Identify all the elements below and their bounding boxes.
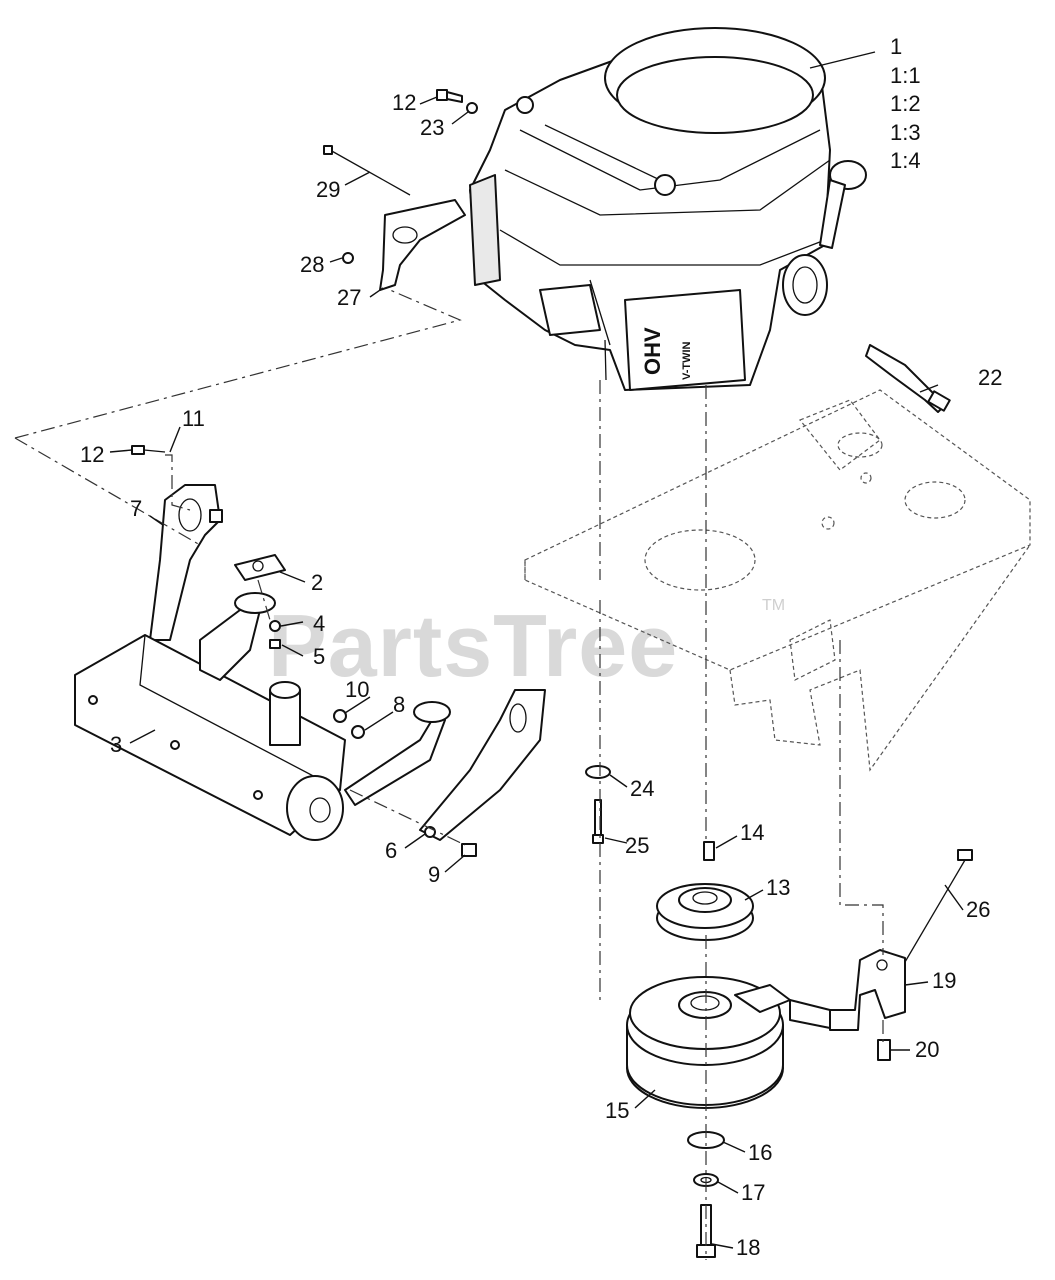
gasket-2 bbox=[234, 554, 286, 649]
callout-22: 22 bbox=[978, 365, 1002, 390]
bracket-27 bbox=[323, 145, 466, 291]
callout-9: 9 bbox=[428, 862, 440, 887]
callout-12-top: 12 bbox=[392, 90, 416, 115]
clutch-15 bbox=[626, 976, 831, 1109]
bracket-19 bbox=[829, 949, 906, 1061]
washer-24 bbox=[585, 765, 611, 844]
callout-1-3: 1:3 bbox=[890, 120, 921, 145]
heat-shield-7 bbox=[131, 445, 223, 641]
callout-25: 25 bbox=[625, 833, 649, 858]
callout-1-1: 1:1 bbox=[890, 63, 921, 88]
callout-28: 28 bbox=[300, 252, 324, 277]
assembly-lines bbox=[14, 289, 884, 1260]
callout-27: 27 bbox=[337, 285, 361, 310]
callout-5: 5 bbox=[313, 644, 325, 669]
callout-10: 10 bbox=[345, 677, 369, 702]
callout-6: 6 bbox=[385, 838, 397, 863]
callout-labels: 1 1:1 1:2 1:3 1:4 22 12 23 29 28 27 11 1… bbox=[80, 34, 1002, 1260]
callout-20: 20 bbox=[915, 1037, 939, 1062]
callout-29: 29 bbox=[316, 177, 340, 202]
callout-13: 13 bbox=[766, 875, 790, 900]
chassis-frame bbox=[524, 389, 1031, 772]
fuel-fitting bbox=[865, 344, 951, 413]
callout-4: 4 bbox=[313, 611, 325, 636]
bolt-12-top bbox=[436, 89, 478, 114]
engine-label-ohv: OHV bbox=[640, 327, 665, 375]
leader-lines bbox=[109, 51, 964, 1249]
callout-3: 3 bbox=[110, 732, 122, 757]
bracket-6 bbox=[333, 689, 546, 857]
muffler-3 bbox=[74, 592, 451, 841]
callout-12-left: 12 bbox=[80, 442, 104, 467]
callout-16: 16 bbox=[748, 1140, 772, 1165]
callout-8: 8 bbox=[393, 692, 405, 717]
callout-2: 2 bbox=[311, 570, 323, 595]
callout-23: 23 bbox=[420, 115, 444, 140]
callout-24: 24 bbox=[630, 776, 654, 801]
callout-1: 1 bbox=[890, 34, 902, 59]
rod-26 bbox=[904, 849, 973, 963]
callout-11: 11 bbox=[182, 406, 205, 431]
callout-26: 26 bbox=[966, 897, 990, 922]
callout-1-4: 1:4 bbox=[890, 148, 921, 173]
engine-label-vtwin: V-TWIN bbox=[681, 341, 693, 380]
pulley-13 bbox=[656, 883, 754, 941]
callout-1-2: 1:2 bbox=[890, 91, 921, 116]
callout-17: 17 bbox=[741, 1180, 765, 1205]
key-14 bbox=[703, 841, 715, 861]
callout-14: 14 bbox=[740, 820, 764, 845]
callout-19: 19 bbox=[932, 968, 956, 993]
callout-7: 7 bbox=[130, 496, 142, 521]
engine-assembly: OHV V-TWIN bbox=[469, 27, 867, 391]
callout-15: 15 bbox=[605, 1098, 629, 1123]
watermark-trademark: TM bbox=[762, 597, 785, 614]
watermark-text: PartsTree bbox=[268, 596, 678, 695]
callout-18: 18 bbox=[736, 1235, 760, 1260]
